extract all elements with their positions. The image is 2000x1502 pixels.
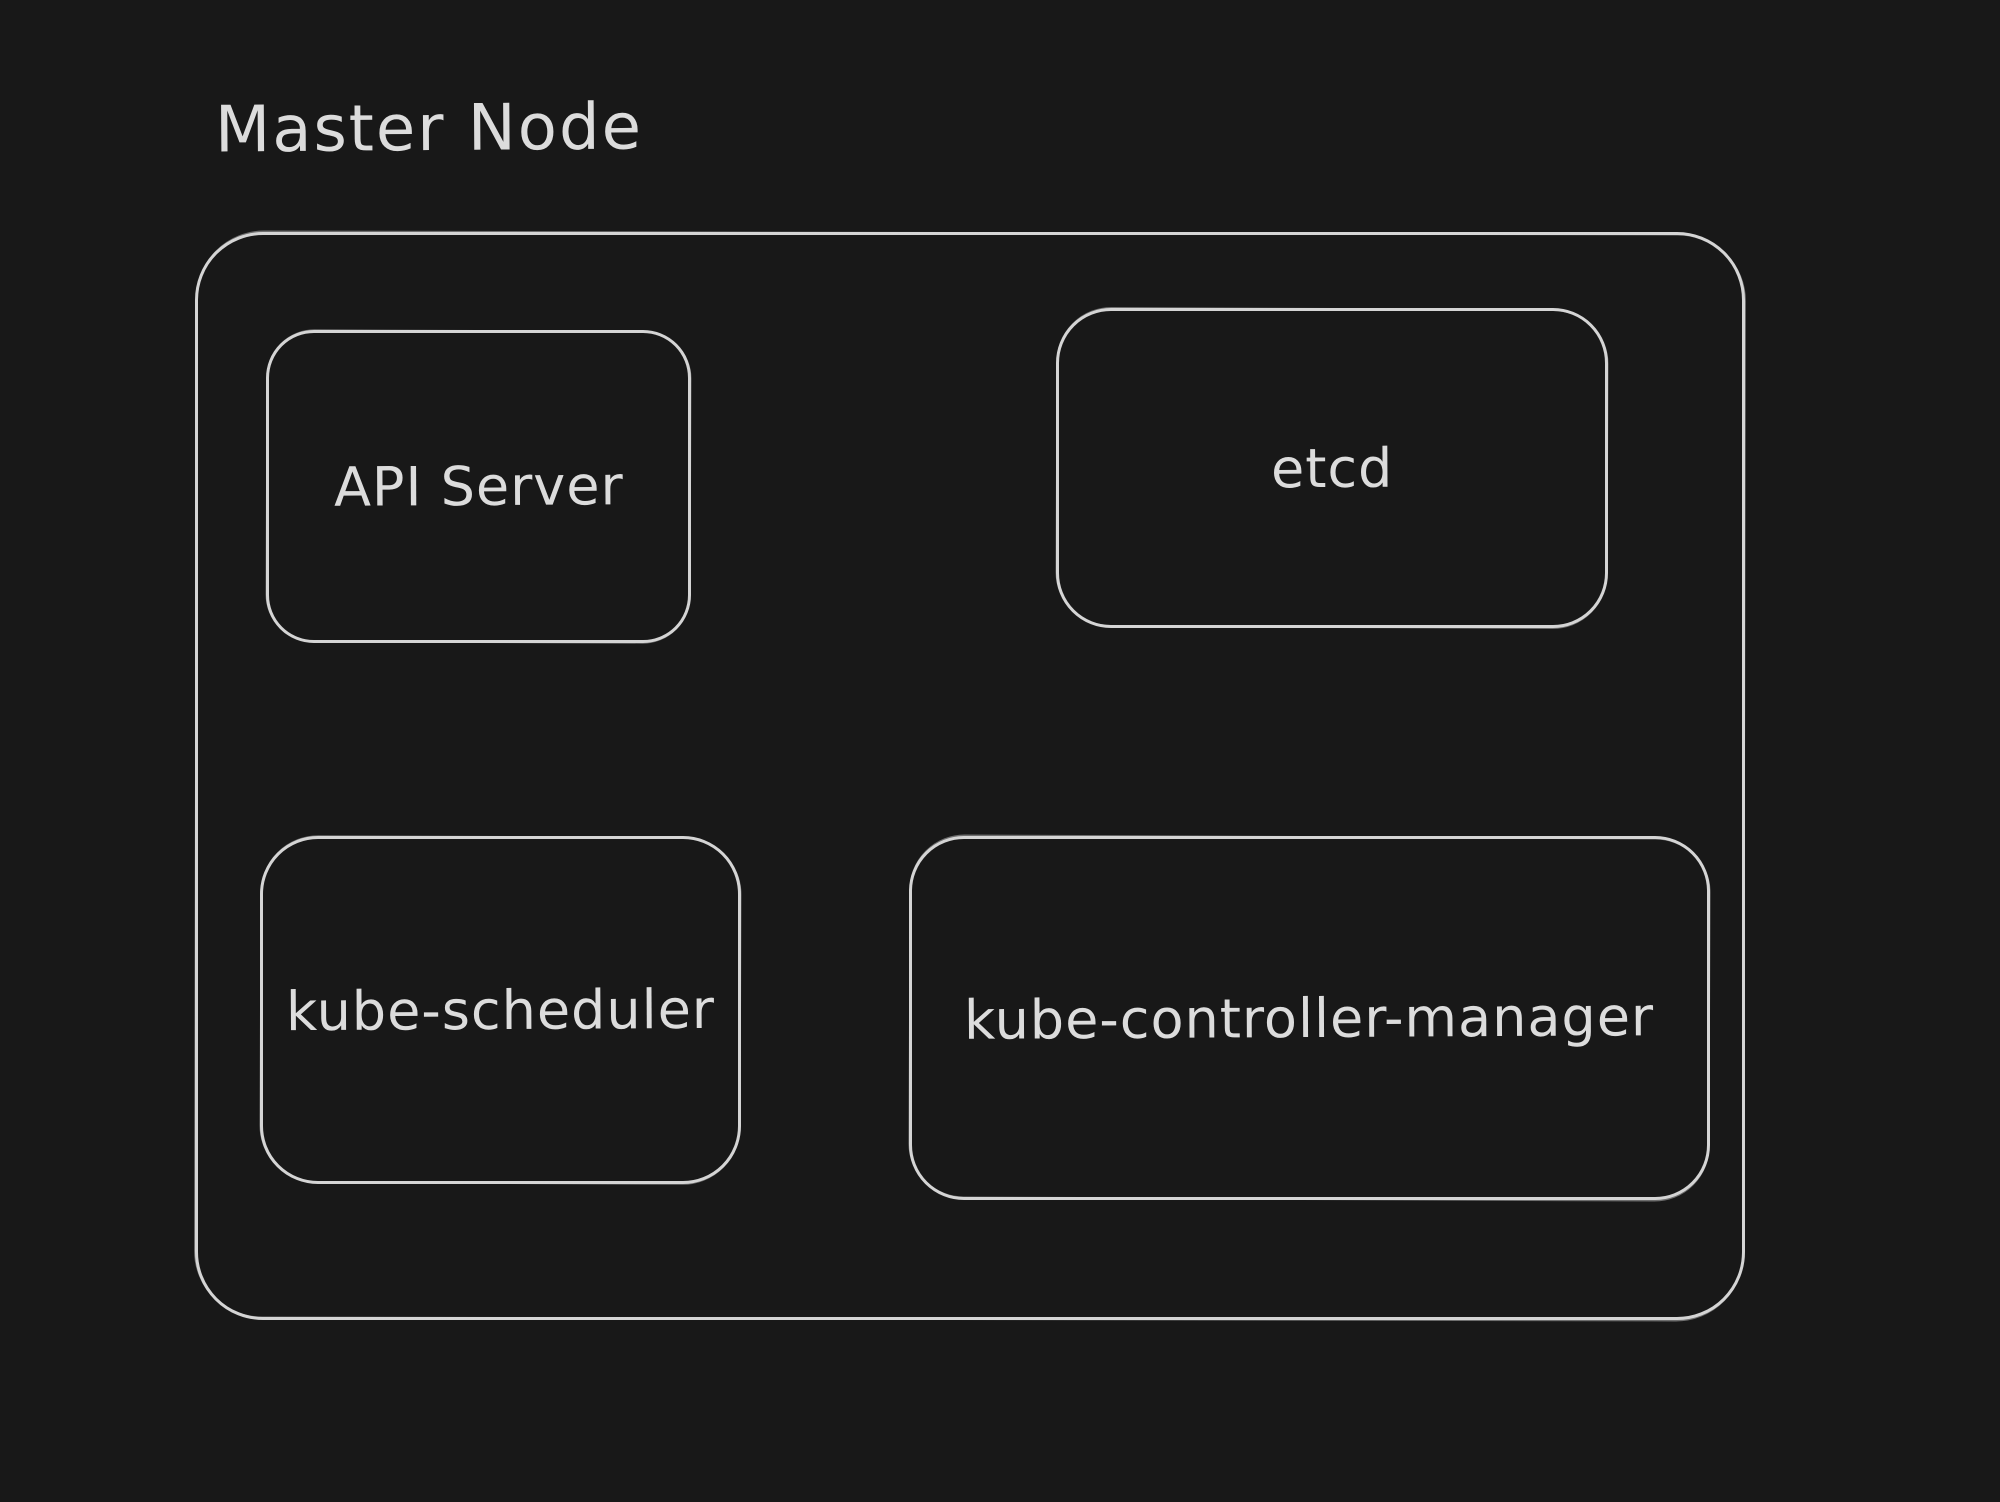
node-etcd: etcd	[1056, 308, 1608, 628]
node-api-server: API Server	[266, 330, 691, 643]
node-kube-scheduler-label: kube-scheduler	[285, 977, 716, 1043]
master-node-container: API Server etcd kube-scheduler kube-cont…	[195, 232, 1745, 1320]
node-kube-controller-manager: kube-controller-manager	[909, 836, 1710, 1200]
node-kube-scheduler: kube-scheduler	[260, 836, 741, 1184]
node-etcd-label: etcd	[1270, 436, 1394, 500]
diagram-title: Master Node	[214, 90, 644, 168]
node-kube-controller-manager-label: kube-controller-manager	[964, 984, 1655, 1052]
node-api-server-label: API Server	[333, 454, 624, 519]
